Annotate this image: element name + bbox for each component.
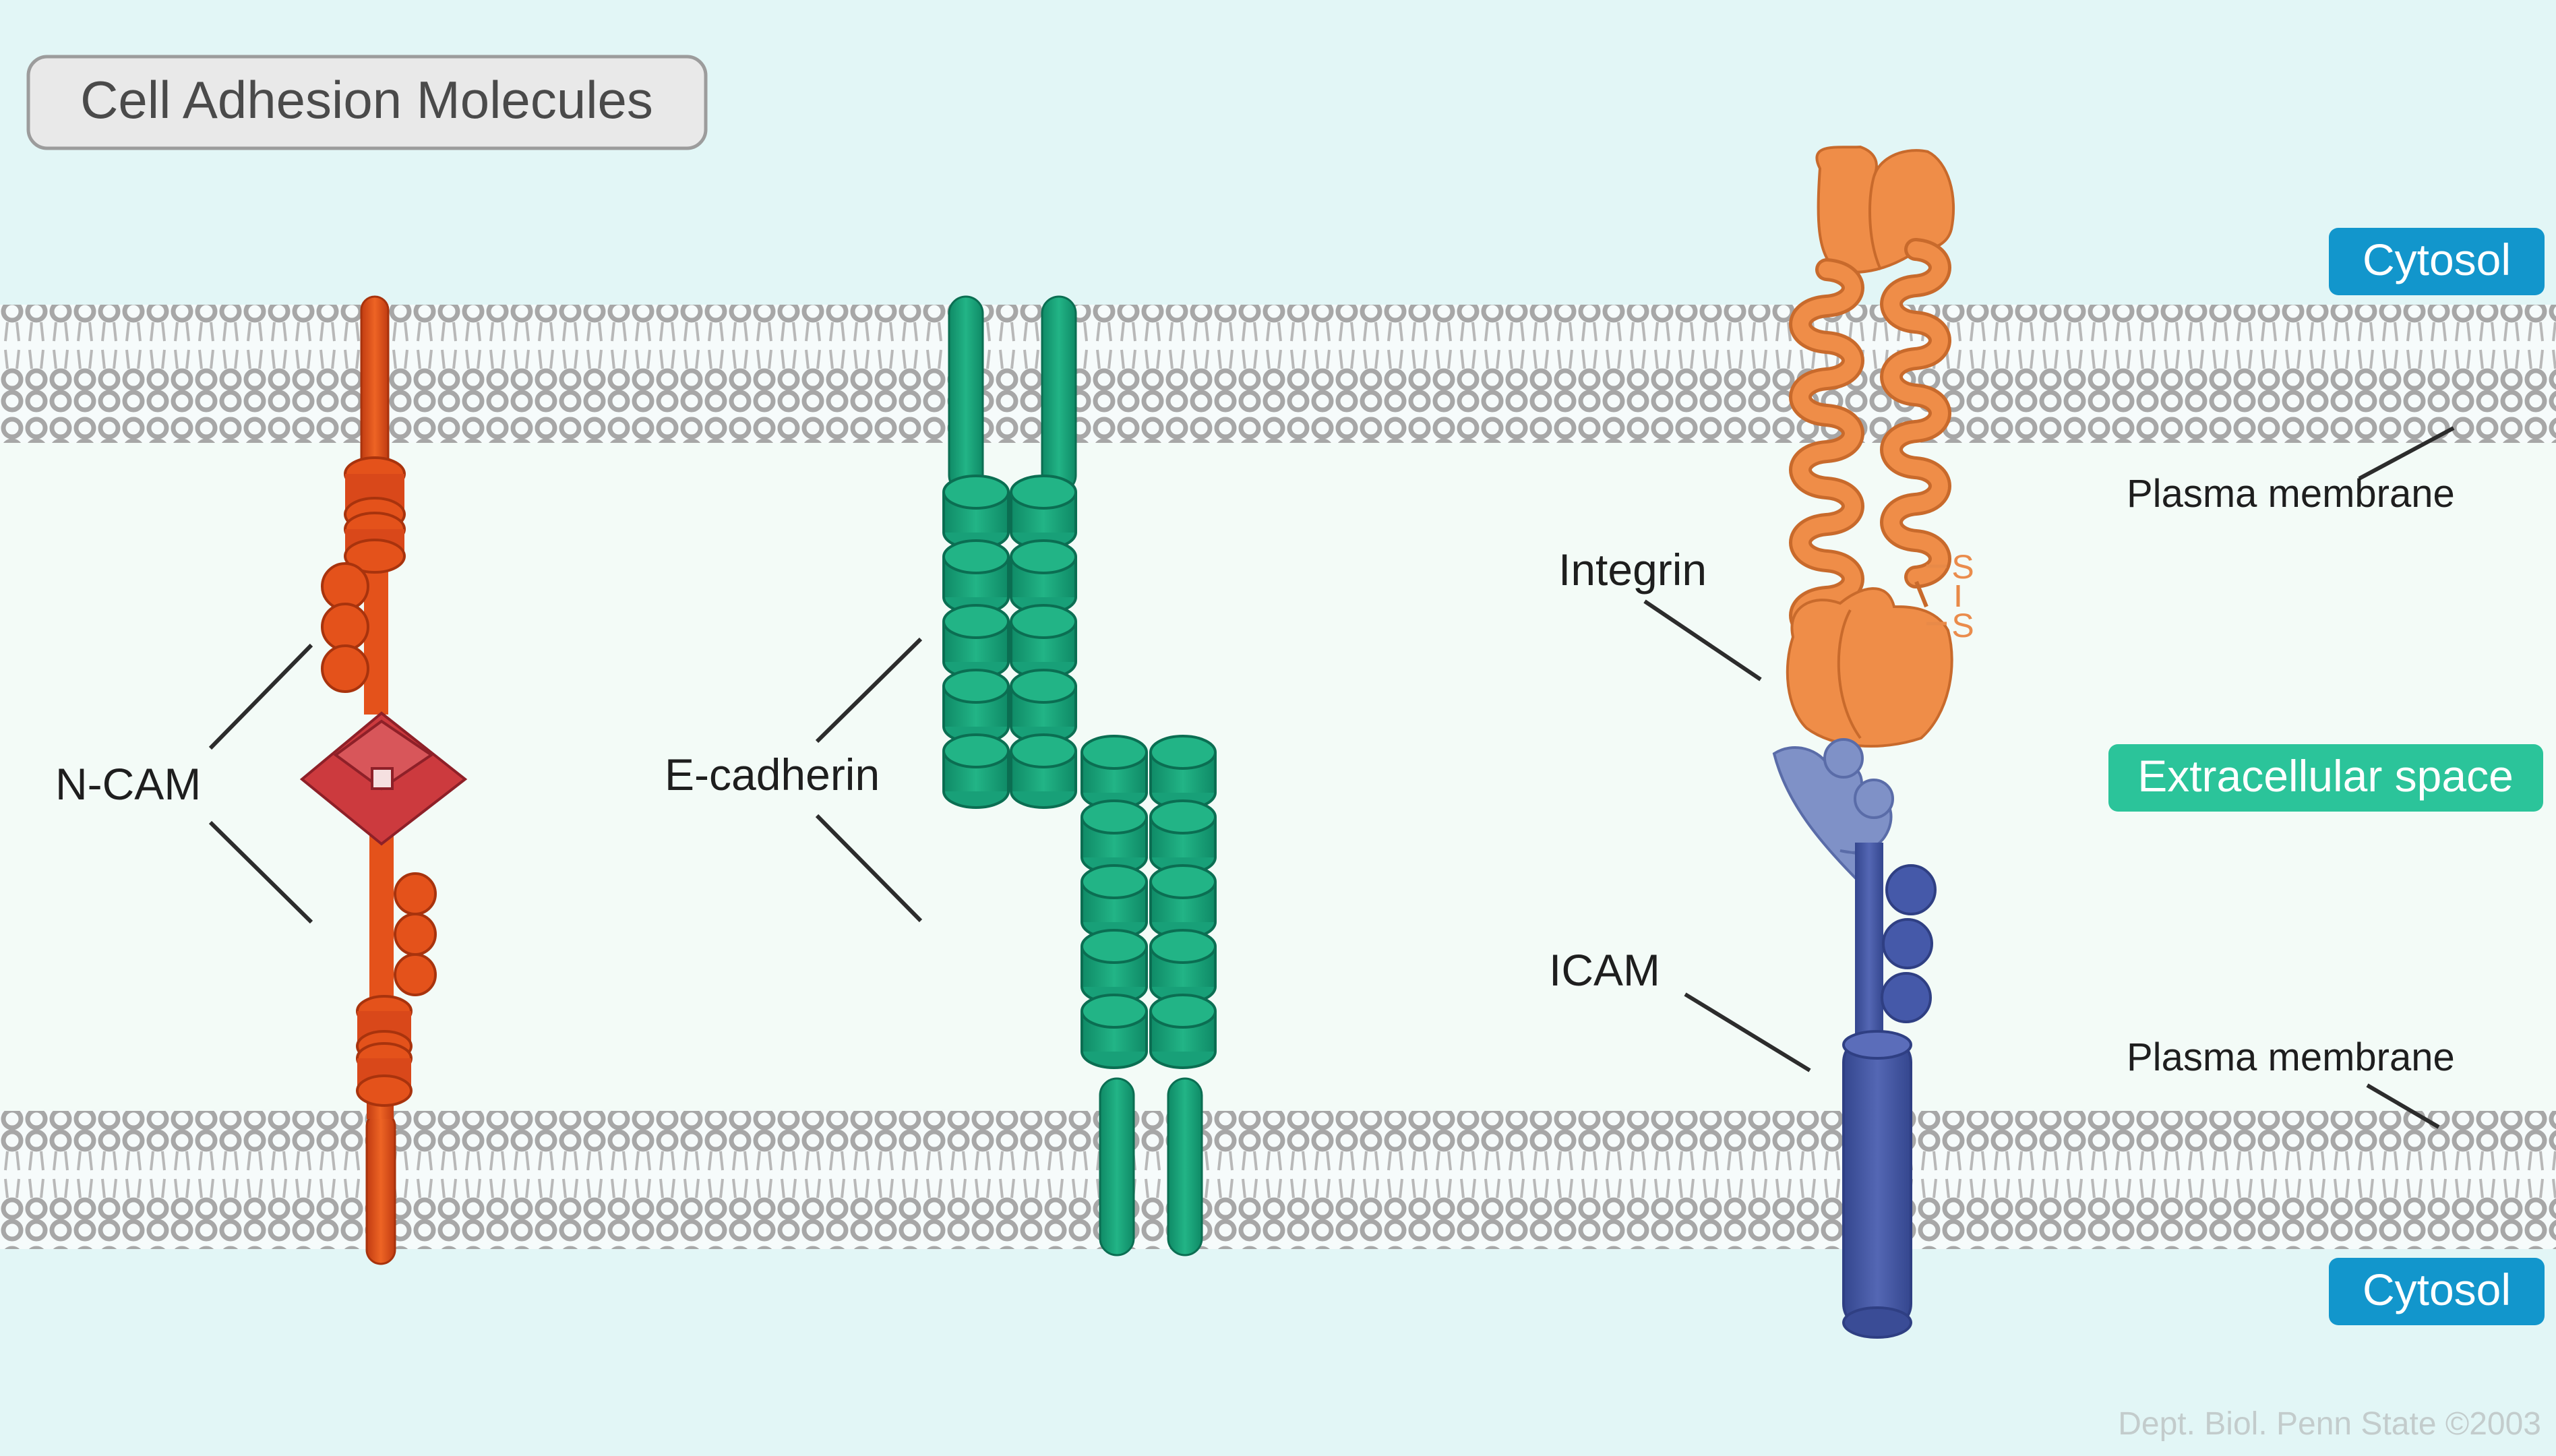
title-box [26,55,708,150]
ecadherin-pointer-lower [815,814,923,923]
plasma-membrane-top-label: Plasma membrane [2127,472,2455,516]
disulfide-s-upper: S [1951,548,1974,586]
cadherin-domain [1081,929,1148,1004]
integrin-molecule: S S [1786,145,1974,748]
cadherin-domain [1149,799,1217,875]
cadherin-domain [942,733,1010,809]
ecadherin-label: E-cadherin [665,750,880,799]
disulfide-s-lower: S [1951,607,1974,644]
icam-pointer [1684,992,1811,1072]
integrin-pointer [1643,599,1762,681]
cadherin-domain [1149,735,1217,810]
cadherin-domain [942,669,1010,744]
cadherin-domain [1081,799,1148,875]
ncam-molecule [299,295,468,1265]
ncam-label: N-CAM [55,759,201,809]
cytosol-bottom-region [0,1240,2556,1456]
ecadherin-molecule [942,295,1217,1256]
plasma-membrane-bottom [0,1111,2556,1249]
cadherin-domain [1149,929,1217,1004]
cadherin-domain [1010,733,1077,809]
membrane-bottom-pointer [2366,1083,2440,1129]
ncam-pointer-lower [208,820,313,924]
cytosol-top-label: Cytosol [2363,235,2511,284]
cadherin-domain [1081,735,1148,810]
cadherin-domain [1149,994,1217,1069]
icam-transmembrane-rod [1842,1037,1912,1329]
integrin-foot [1786,587,1953,748]
cadherin-domain [1081,994,1148,1069]
ncam-fibronectin-fold [299,711,468,846]
icam-label: ICAM [1549,945,1660,995]
cytosol-bottom-badge [2329,1258,2545,1325]
membrane-top-pointer [2358,426,2455,481]
icam-molecule [1772,738,1937,1339]
extracellular-label: Extracellular space [2137,751,2514,801]
cytosol-bottom-label: Cytosol [2363,1265,2511,1314]
cadherin-domain [942,475,1010,550]
cytosol-top-region [0,0,2556,317]
cytosol-top-badge [2329,228,2545,295]
plasma-membrane-bottom-label: Plasma membrane [2127,1035,2455,1079]
cadherin-domain [942,604,1010,679]
cadherin-domain [1010,669,1077,744]
integrin-label: Integrin [1558,545,1707,595]
integrin-beta-coil [1880,238,1951,588]
cadherin-domain [1010,539,1077,615]
ncam-pointer-upper [208,643,313,750]
cadherin-domain [1010,604,1077,679]
disulfide-bond [1926,564,1960,626]
cadherin-domain [1081,864,1148,940]
cadherin-domain [1149,864,1217,940]
ecadherin-domains [942,475,1217,1069]
diagram-title: Cell Adhesion Molecules [80,70,653,129]
cadherin-domain [942,539,1010,615]
plasma-membrane-top [0,305,2556,443]
credit-text: Dept. Biol. Penn State ©2003 [2118,1406,2541,1442]
pointer-lines [208,426,2455,1129]
ecadherin-pointer-upper [815,637,923,744]
cadherin-domain [1010,475,1077,550]
extracellular-badge [2108,744,2543,812]
integrin-alpha-coil [1789,258,1864,645]
